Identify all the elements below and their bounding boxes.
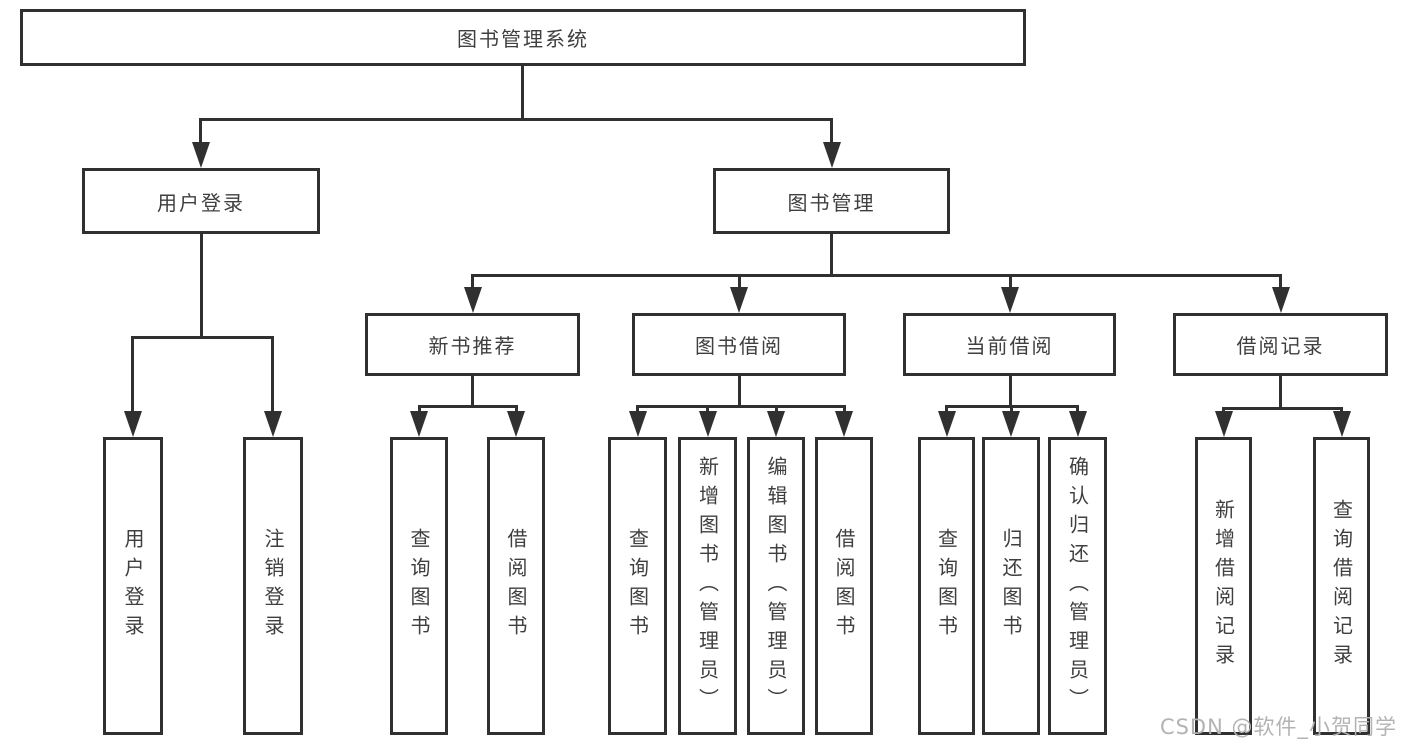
leaf-recommend-query-books: 查询图书 [390, 437, 448, 735]
connector-to-book-borrow [738, 274, 741, 288]
arrowhead-down-icon [1272, 287, 1290, 313]
connector-leaf-stem [945, 405, 948, 413]
connector-new-book-recommend-crossbar [418, 405, 518, 408]
leaf-records-query-record: 查询借阅记录 [1313, 437, 1370, 735]
arrowhead-down-icon [507, 411, 525, 437]
connector-leaf-stem [515, 405, 518, 413]
leaf-current-return-books-label: 归还图书 [999, 528, 1023, 644]
connector-borrow-records-stem [1279, 376, 1282, 407]
arrowhead-down-icon [835, 411, 853, 437]
arrowhead-down-icon [629, 411, 647, 437]
leaf-logout-label: 注销登录 [261, 528, 285, 644]
leaf-user-login: 用户登录 [103, 437, 163, 735]
arrowhead-down-icon [823, 142, 841, 168]
connector-root-stem [521, 66, 524, 118]
node-user-login-label: 用户登录 [157, 190, 245, 215]
leaf-recommend-borrow-books: 借阅图书 [487, 437, 545, 735]
arrowhead-down-icon [124, 411, 142, 437]
leaf-borrow-borrow-books-label: 借阅图书 [832, 528, 856, 644]
leaf-borrow-edit-books-admin: 编辑图书（管理员） [747, 437, 805, 735]
connector-leaf-stem [775, 405, 778, 413]
connector-leaf-stem [1222, 407, 1225, 413]
node-book-management-label: 图书管理 [787, 190, 876, 215]
connector-leaf-stem [843, 405, 846, 413]
node-book-borrow-label: 图书借阅 [695, 334, 783, 358]
connector-leaf-stem [706, 405, 709, 413]
node-book-management: 图书管理 [713, 168, 950, 234]
connector-borrow-records-crossbar [1222, 407, 1343, 410]
node-borrow-records-label: 借阅记录 [1236, 334, 1325, 358]
leaf-recommend-query-books-label: 查询图书 [407, 528, 431, 644]
leaf-current-query-books-label: 查询图书 [934, 528, 959, 644]
leaf-borrow-borrow-books: 借阅图书 [815, 437, 873, 735]
node-current-borrow: 当前借阅 [903, 313, 1116, 376]
node-book-borrow: 图书借阅 [632, 313, 846, 376]
arrowhead-down-icon [410, 411, 428, 437]
connector-to-current-borrow [1009, 274, 1012, 288]
arrowhead-down-icon [1333, 411, 1351, 437]
node-current-borrow-label: 当前借阅 [965, 334, 1054, 358]
leaf-borrow-query-books-label: 查询图书 [625, 528, 650, 644]
arrowhead-down-icon [699, 411, 717, 437]
arrowhead-down-icon [1002, 411, 1020, 437]
leaf-current-confirm-return-admin: 确认归还（管理员） [1048, 437, 1107, 735]
connector-book-borrow-stem [738, 376, 741, 405]
connector-root-to-user-login [199, 118, 202, 144]
leaf-records-query-record-label: 查询借阅记录 [1329, 499, 1354, 673]
node-user-login: 用户登录 [82, 168, 320, 234]
node-new-book-recommend: 新书推荐 [365, 313, 580, 376]
arrowhead-down-icon [1001, 287, 1019, 313]
csdn-watermark: CSDN @软件_小贺同学 [1159, 715, 1397, 739]
node-new-book-recommend-label: 新书推荐 [428, 334, 517, 358]
leaf-records-add-record: 新增借阅记录 [1195, 437, 1252, 735]
connector-leaf-stem [1340, 407, 1343, 413]
leaf-borrow-edit-books-admin-label: 编辑图书（管理员） [764, 455, 788, 717]
connector-user-login-crossbar [131, 336, 274, 339]
connector-leaf-stem [1010, 405, 1013, 413]
arrowhead-down-icon [767, 411, 785, 437]
arrowhead-down-icon [730, 287, 748, 313]
leaf-borrow-add-books-admin: 新增图书（管理员） [678, 437, 737, 735]
connector-book-management-stem [830, 234, 833, 274]
arrowhead-down-icon [1069, 411, 1087, 437]
connector-leaf-stem [1076, 405, 1079, 413]
connector-to-borrow-records [1279, 274, 1282, 288]
arrowhead-down-icon [264, 411, 282, 437]
leaf-records-add-record-label: 新增借阅记录 [1211, 499, 1236, 673]
connector-user-login-stem [200, 234, 203, 336]
leaf-recommend-borrow-books-label: 借阅图书 [504, 528, 528, 644]
connector-root-to-book-management [830, 118, 833, 144]
connector-book-management-crossbar [471, 274, 1282, 277]
arrowhead-down-icon [1215, 411, 1233, 437]
connector-leaf-stem [636, 405, 639, 413]
node-library-management-system: 图书管理系统 [20, 9, 1026, 66]
leaf-borrow-add-books-admin-label: 新增图书（管理员） [695, 455, 720, 717]
leaf-borrow-query-books: 查询图书 [608, 437, 667, 735]
connector-new-book-recommend-stem [471, 376, 474, 405]
node-library-management-system-label: 图书管理系统 [457, 27, 589, 51]
connector-to-new-book-recommend [471, 274, 474, 288]
leaf-current-query-books: 查询图书 [918, 437, 975, 735]
arrowhead-down-icon [192, 142, 210, 168]
connector-current-borrow-stem [1009, 376, 1012, 405]
arrowhead-down-icon [464, 287, 482, 313]
connector-book-borrow-crossbar [636, 405, 845, 408]
connector-root-crossbar [199, 118, 833, 121]
leaf-logout: 注销登录 [243, 437, 303, 735]
leaf-current-return-books: 归还图书 [982, 437, 1040, 735]
node-borrow-records: 借阅记录 [1173, 313, 1388, 376]
connector-to-leaf-user-login [131, 336, 134, 413]
connector-to-leaf-logout [271, 336, 274, 413]
connector-leaf-stem [418, 405, 421, 413]
arrowhead-down-icon [938, 411, 956, 437]
leaf-current-confirm-return-admin-label: 确认归还（管理员） [1065, 455, 1090, 717]
leaf-user-login-label: 用户登录 [121, 528, 145, 644]
